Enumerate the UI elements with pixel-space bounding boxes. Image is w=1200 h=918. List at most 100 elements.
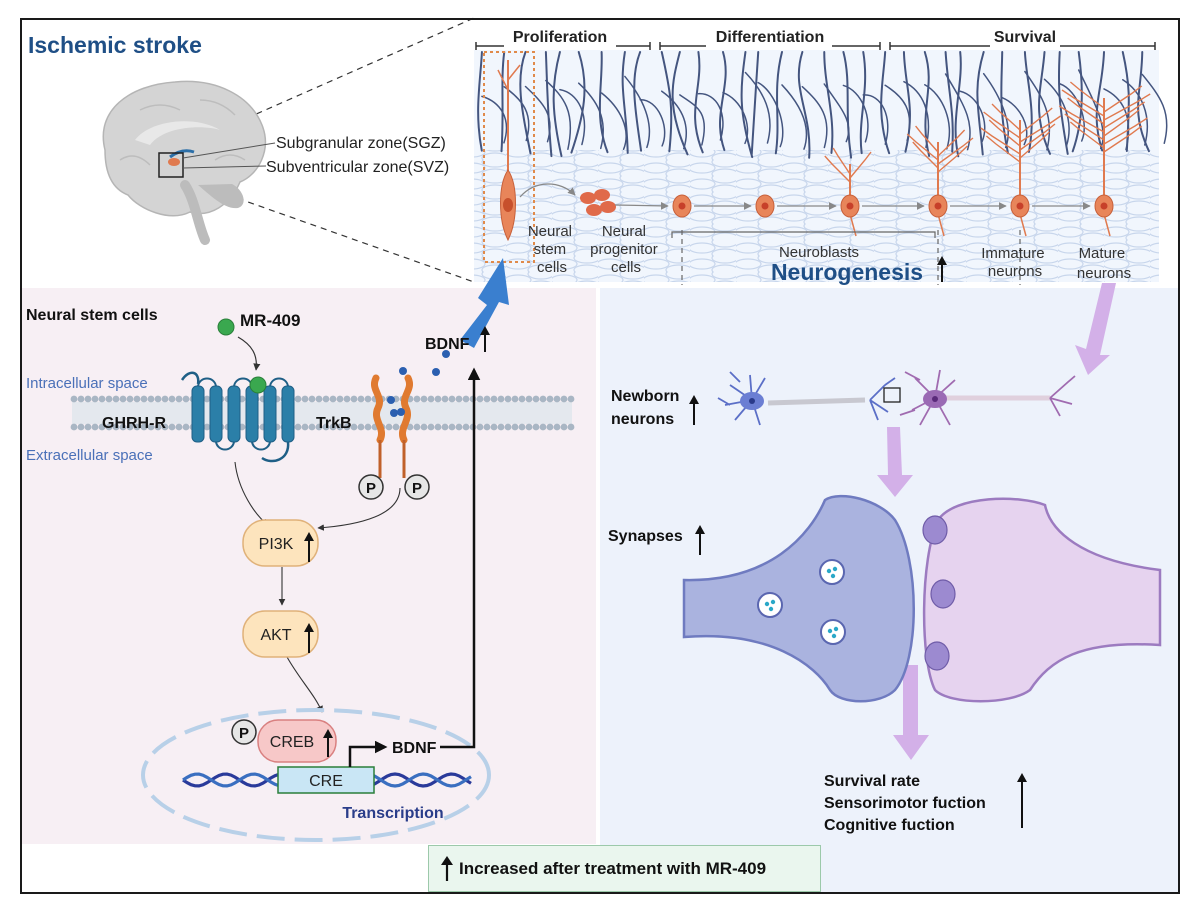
stage-survival: Survival bbox=[994, 29, 1056, 46]
lipid-head bbox=[154, 423, 162, 431]
lipid-head bbox=[553, 423, 561, 431]
lipid-head bbox=[203, 395, 211, 403]
vessel-strand bbox=[774, 51, 783, 155]
vessel-branch bbox=[639, 98, 666, 147]
vessel-mesh bbox=[477, 51, 1168, 159]
pi3k-label: PI3K bbox=[259, 536, 294, 553]
vessel-strand bbox=[544, 51, 553, 158]
lipid-head bbox=[539, 395, 547, 403]
lipid-head bbox=[91, 423, 99, 431]
bdnf-label: BDNF bbox=[425, 336, 470, 353]
brain-illustration bbox=[102, 80, 276, 245]
dendrite-branch bbox=[1103, 93, 1151, 121]
vessel-branch bbox=[982, 72, 1009, 149]
lipid-head bbox=[483, 423, 491, 431]
lipid-head bbox=[308, 423, 316, 431]
vessel-branch bbox=[1122, 79, 1149, 146]
lipid-head bbox=[420, 395, 428, 403]
up-arrow-head bbox=[304, 623, 314, 632]
lipid-head bbox=[343, 395, 351, 403]
lipid-head bbox=[567, 423, 575, 431]
dendrite-branch bbox=[1103, 117, 1148, 145]
neuron-nucleus bbox=[678, 202, 686, 210]
lipid-head bbox=[315, 395, 323, 403]
vessel-strand bbox=[477, 51, 483, 152]
dendrite-branch bbox=[983, 111, 1021, 139]
synapses-label: Synapses bbox=[608, 528, 683, 545]
lipid-head bbox=[329, 423, 337, 431]
section-label: Neural stem cells bbox=[26, 307, 158, 324]
up-arrow-head bbox=[1017, 773, 1027, 782]
outcome-arrows bbox=[877, 283, 1116, 760]
vessel-strand bbox=[598, 51, 609, 154]
lipid-head bbox=[546, 395, 554, 403]
sensorimotor-label: Sensorimotor fuction bbox=[824, 795, 986, 812]
lipid-head bbox=[364, 423, 372, 431]
sgz-label: Subgranular zone(SGZ) bbox=[276, 135, 446, 152]
phospho-markers bbox=[231, 474, 430, 745]
axon bbox=[1103, 213, 1111, 237]
neuron-nucleus bbox=[846, 202, 854, 210]
lipid-head bbox=[427, 423, 435, 431]
vessel-strand bbox=[671, 51, 689, 156]
dendrite-branch bbox=[906, 133, 939, 161]
lipid-head bbox=[336, 395, 344, 403]
vessel-strand bbox=[740, 51, 754, 159]
lipid-head bbox=[476, 423, 484, 431]
lipid-head bbox=[175, 423, 183, 431]
dendrite-branch bbox=[1103, 125, 1143, 153]
dendrite-branch bbox=[1058, 105, 1105, 133]
lipid-head bbox=[350, 395, 358, 403]
lipid-head bbox=[455, 423, 463, 431]
lipid-head bbox=[98, 423, 106, 431]
lipid-head bbox=[315, 423, 323, 431]
cre-label: CRE bbox=[309, 773, 343, 790]
vessel-strand bbox=[1038, 51, 1052, 155]
lipid-head bbox=[308, 395, 316, 403]
dendrite-branch bbox=[991, 103, 1021, 131]
lipid-head bbox=[336, 423, 344, 431]
vessel-strand bbox=[1000, 51, 1009, 155]
lipid-head bbox=[518, 423, 526, 431]
vessel-branch bbox=[559, 88, 586, 146]
lipid-head bbox=[133, 395, 141, 403]
lipid-head bbox=[84, 423, 92, 431]
lipid-head bbox=[420, 423, 428, 431]
vessel-branch bbox=[624, 75, 651, 149]
lipid-head bbox=[560, 423, 568, 431]
lipid-head bbox=[77, 423, 85, 431]
lipid-head bbox=[560, 395, 568, 403]
page-title: Ischemic stroke bbox=[28, 32, 202, 58]
dendrite-branch bbox=[1069, 81, 1105, 109]
lipid-head bbox=[140, 395, 148, 403]
vessel-branch bbox=[600, 92, 627, 151]
lipid-head bbox=[77, 395, 85, 403]
stage-differentiation: Differentiation bbox=[716, 29, 824, 46]
cognitive-label: Cognitive fuction bbox=[824, 817, 955, 834]
dendrite-branch bbox=[1019, 131, 1050, 159]
lipid-head bbox=[357, 395, 365, 403]
vessel-strand bbox=[500, 51, 506, 153]
vessel-strand bbox=[621, 51, 629, 154]
vessel-strand bbox=[823, 51, 834, 154]
up-arrow-head bbox=[937, 256, 947, 265]
lipid-head bbox=[504, 395, 512, 403]
vessel-branch bbox=[1024, 70, 1051, 151]
nsc-label: Neural stem cells bbox=[528, 223, 576, 276]
intracellular-label: Intracellular space bbox=[26, 375, 148, 392]
dendrite-branch bbox=[1064, 113, 1105, 141]
lipid-head bbox=[294, 395, 302, 403]
lipid-head bbox=[532, 423, 540, 431]
stage-brackets bbox=[475, 42, 1156, 50]
lipid-head bbox=[126, 395, 134, 403]
lipid-head bbox=[504, 423, 512, 431]
newborn-label: Newborn neurons bbox=[611, 388, 684, 428]
lipid-head bbox=[497, 423, 505, 431]
lipid-head bbox=[140, 423, 148, 431]
vessel-branch bbox=[697, 92, 724, 141]
vessel-branch bbox=[781, 84, 808, 150]
lipid-head bbox=[161, 423, 169, 431]
vessel-strand bbox=[719, 51, 727, 152]
vessel-strand bbox=[750, 51, 760, 156]
